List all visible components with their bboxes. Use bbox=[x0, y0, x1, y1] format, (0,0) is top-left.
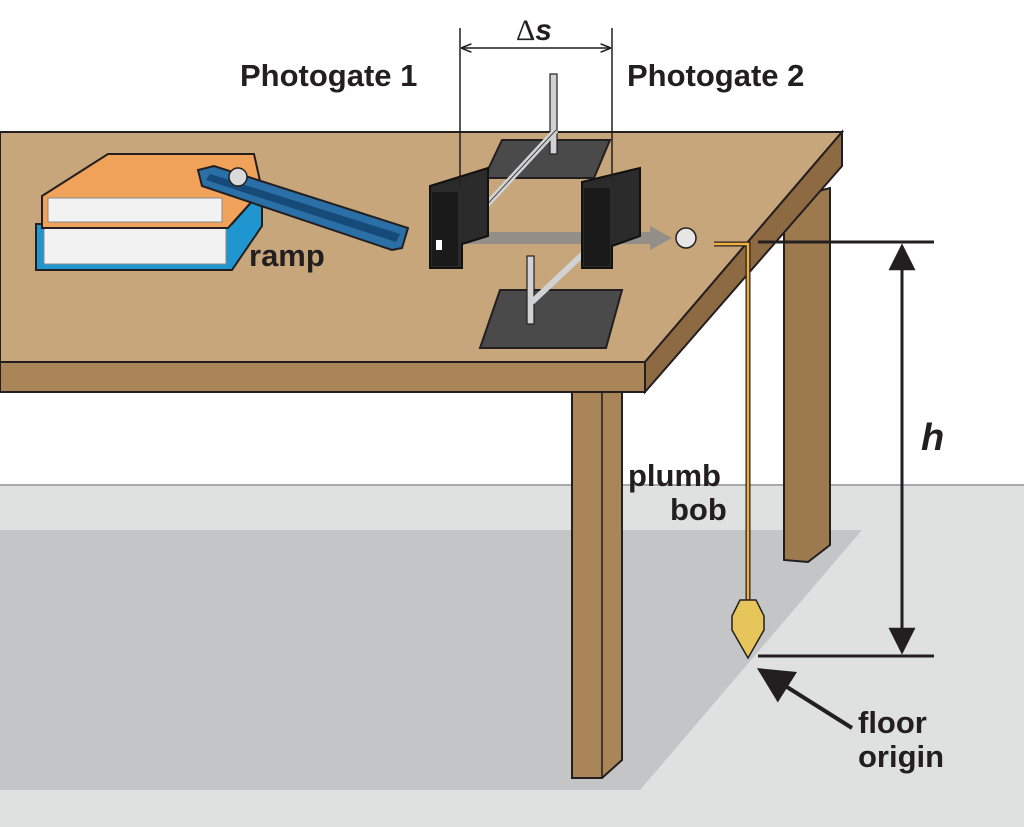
photogate-1-face bbox=[432, 192, 458, 266]
stand-rod-front bbox=[526, 255, 535, 325]
floor-origin-label-line2: origin bbox=[858, 739, 944, 774]
ramp-ball bbox=[228, 167, 248, 187]
floor-origin-arrow bbox=[756, 668, 854, 730]
plumb-bob-label-line2: bob bbox=[670, 492, 727, 527]
ramp-label: ramp bbox=[249, 238, 325, 273]
photogate-2-label: Photogate 2 bbox=[627, 58, 804, 93]
book-top-pages bbox=[47, 197, 223, 223]
plumb-bob bbox=[714, 241, 765, 660]
plumb-weight bbox=[731, 599, 765, 660]
delta-s-label: Δs bbox=[516, 14, 552, 47]
height-label: h bbox=[921, 417, 944, 459]
photogate-1-led bbox=[436, 240, 442, 250]
photogate-1 bbox=[429, 166, 489, 269]
plumb-bob-label-line1: plumb bbox=[628, 458, 721, 493]
stand-base-front bbox=[478, 289, 624, 349]
plumb-hook-fill bbox=[714, 242, 750, 600]
floor-origin-label-line1: floor bbox=[858, 705, 927, 740]
tabletop-side-edge bbox=[644, 129, 843, 395]
launched-ball bbox=[675, 227, 697, 249]
delta-symbol: Δ bbox=[516, 14, 535, 47]
photogate-1-label: Photogate 1 bbox=[240, 58, 417, 93]
stand-rod-back bbox=[549, 73, 558, 155]
photogate-stand-back bbox=[479, 73, 612, 213]
stand-arm-back-outline bbox=[481, 129, 557, 211]
table-leg-back bbox=[783, 186, 831, 564]
ramp-groove bbox=[206, 174, 400, 242]
photogate-2-face bbox=[584, 188, 610, 266]
photogate-2 bbox=[581, 166, 641, 269]
tabletop-front-edge bbox=[0, 361, 646, 393]
stand-base-back bbox=[482, 139, 612, 179]
ramp bbox=[196, 164, 410, 252]
delta-s-variable: s bbox=[535, 14, 552, 47]
table-shadow bbox=[0, 530, 862, 790]
table-leg-front bbox=[571, 391, 623, 779]
book-bottom-pages bbox=[43, 227, 227, 265]
